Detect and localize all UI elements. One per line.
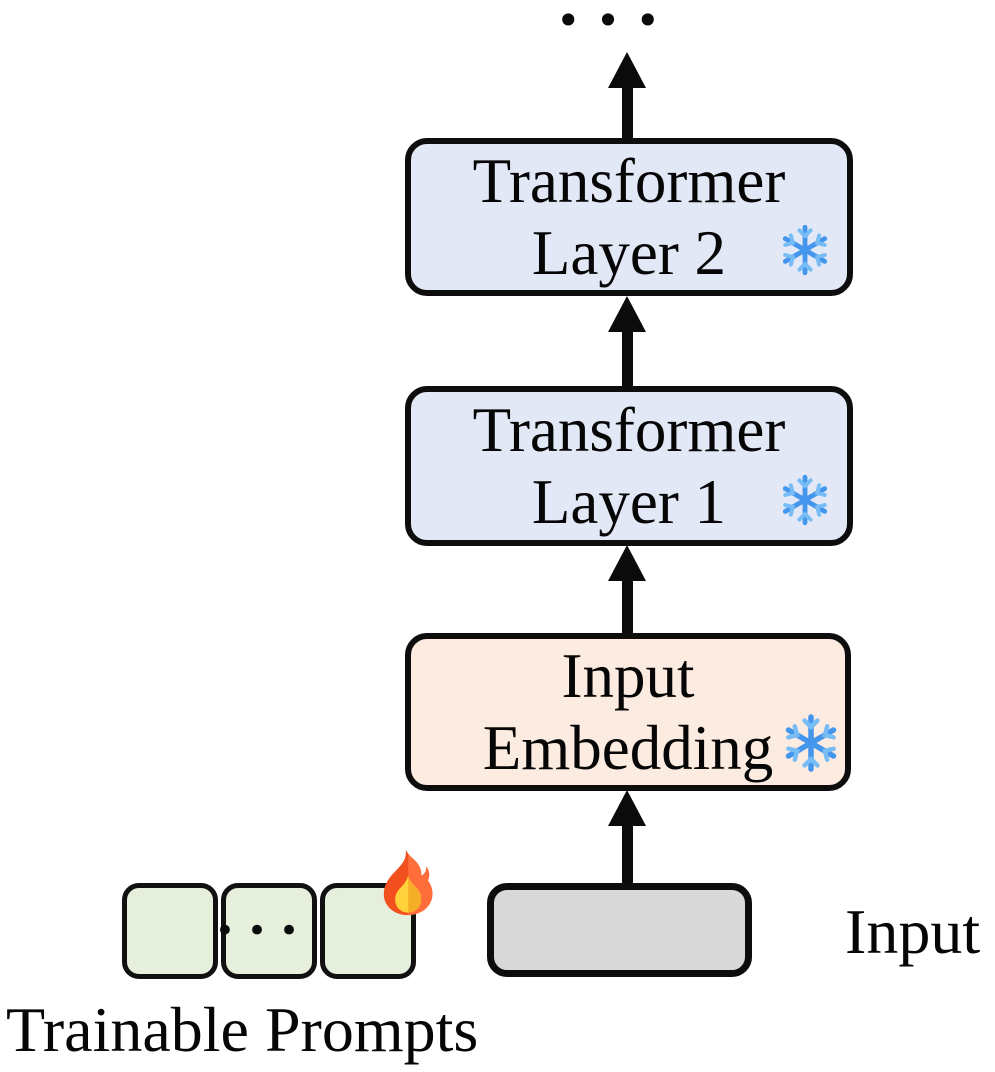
transformer-layer-1-line2: Layer 1 — [531, 467, 727, 537]
transformer-layer-2-box: Transformer Layer 2 — [405, 138, 853, 296]
prompt-token-box: ••• — [215, 883, 317, 979]
arrow-embedding-to-layer1 — [608, 545, 646, 635]
arrow-shaft — [621, 826, 633, 885]
snowflake-icon — [782, 474, 828, 526]
transformer-layer-1-line1: Transformer — [472, 395, 786, 465]
arrow-layer2-to-output — [608, 52, 646, 140]
prompt-ellipsis: ••• — [214, 911, 312, 951]
arrow-shaft — [621, 332, 633, 388]
arrowhead-icon — [608, 296, 646, 332]
arrow-shaft — [621, 581, 633, 635]
trainable-prompts-label: Trainable Prompts — [6, 994, 479, 1065]
transformer-layer-2-line1: Transformer — [472, 146, 786, 216]
arrow-input-to-embedding — [608, 790, 646, 885]
arrowhead-icon — [608, 52, 646, 88]
input-embedding-box: Input Embedding — [405, 633, 851, 791]
snowflake-icon — [782, 224, 828, 276]
snowflake-icon — [785, 714, 837, 772]
input-embedding-line1: Input — [561, 641, 695, 711]
fire-icon — [383, 849, 433, 916]
arrowhead-icon — [608, 790, 646, 826]
input-box — [487, 883, 752, 977]
arrowhead-icon — [608, 545, 646, 581]
arrow-shaft — [621, 88, 633, 140]
transformer-layer-1-box: Transformer Layer 1 — [405, 386, 853, 546]
output-ellipsis: ••• — [555, 0, 676, 45]
arrow-layer1-to-layer2 — [608, 296, 646, 388]
input-embedding-line2: Embedding — [482, 713, 774, 783]
input-label: Input — [845, 896, 981, 967]
transformer-layer-2-line2: Layer 2 — [531, 218, 727, 288]
prompt-token-box — [122, 883, 218, 979]
